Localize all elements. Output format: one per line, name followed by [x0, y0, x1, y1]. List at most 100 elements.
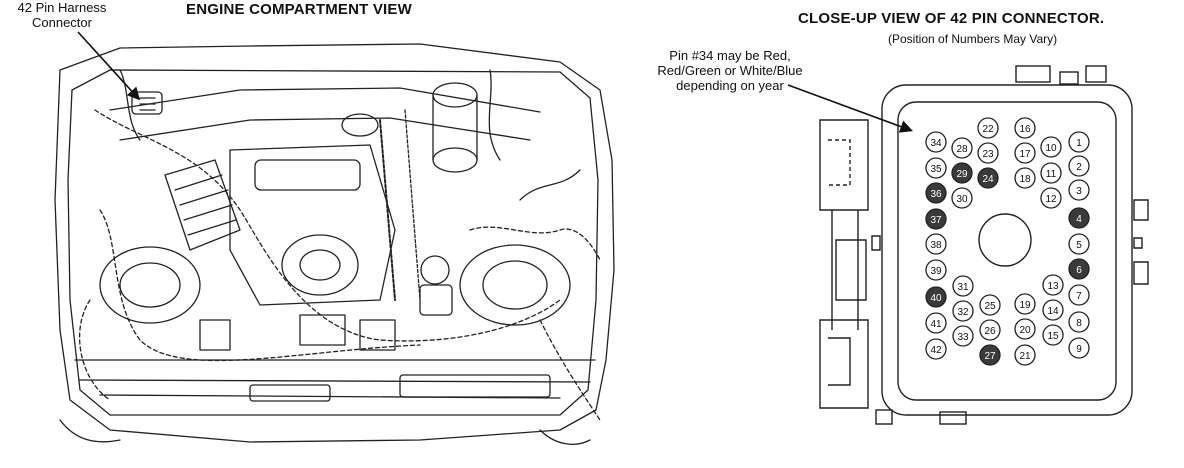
connector-pin-7: 7 — [1068, 284, 1090, 306]
pin-circle — [925, 157, 947, 179]
connector-pin-21: 21 — [1014, 344, 1036, 366]
pin-number: 9 — [1076, 344, 1082, 355]
pin-circle — [925, 259, 947, 281]
pin-circle — [1014, 293, 1036, 315]
pin-circle — [1068, 179, 1090, 201]
pin34-note-line2: Red/Green or White/Blue — [657, 63, 803, 78]
pin-circle — [951, 137, 973, 159]
connector-pin-34: 34 — [925, 131, 947, 153]
pin-circle — [1014, 142, 1036, 164]
pin-number: 14 — [1047, 306, 1059, 317]
connector-pin-38: 38 — [925, 233, 947, 255]
pin-circle — [951, 187, 973, 209]
connector-pin-5: 5 — [1068, 233, 1090, 255]
connector-pin-41: 41 — [925, 312, 947, 334]
pin-circle — [1068, 258, 1090, 280]
connector-pin-14: 14 — [1042, 299, 1064, 321]
pin-number: 21 — [1019, 351, 1031, 362]
pin-number: 15 — [1047, 331, 1059, 342]
pin-circle — [925, 131, 947, 153]
pin-number: 34 — [930, 138, 942, 149]
connector-pin-39: 39 — [925, 259, 947, 281]
connector-view-title: CLOSE-UP VIEW OF 42 PIN CONNECTOR. — [798, 10, 1105, 27]
connector-pin-19: 19 — [1014, 293, 1036, 315]
pin-circle — [925, 233, 947, 255]
pin-number: 42 — [930, 345, 942, 356]
pin-number: 27 — [984, 351, 996, 362]
pin-circle — [1042, 324, 1064, 346]
connector-pin-2: 2 — [1068, 155, 1090, 177]
pin-number: 10 — [1045, 143, 1057, 154]
engine-compartment-drawing — [54, 31, 615, 445]
pin-circle — [1042, 299, 1064, 321]
connector-pin-9: 9 — [1068, 337, 1090, 359]
connector-pin-33: 33 — [952, 325, 974, 347]
pin-circle — [1014, 344, 1036, 366]
pin-circle — [1068, 233, 1090, 255]
pin-circle — [979, 344, 1001, 366]
connector-pin-28: 28 — [951, 137, 973, 159]
pin-number: 5 — [1076, 240, 1082, 251]
pin-number: 19 — [1019, 300, 1031, 311]
pin-number: 11 — [1046, 169, 1057, 180]
pin34-note: Pin #34 may be Red, Red/Green or White/B… — [640, 48, 820, 93]
pin-circle — [1040, 136, 1062, 158]
pin-number: 7 — [1076, 291, 1082, 302]
pin-number: 8 — [1076, 318, 1082, 329]
pin-number: 31 — [957, 282, 969, 293]
pin-number: 32 — [957, 307, 969, 318]
pin-number: 2 — [1076, 162, 1082, 173]
pin-circle — [977, 117, 999, 139]
pin-number: 36 — [930, 189, 942, 200]
pin-number: 29 — [956, 169, 968, 180]
pin-number: 40 — [930, 293, 942, 304]
connector-pin-12: 12 — [1040, 187, 1062, 209]
pin-number: 24 — [982, 174, 994, 185]
connector-pin-3: 3 — [1068, 179, 1090, 201]
pin-number: 23 — [982, 149, 994, 160]
pin-circle — [1068, 337, 1090, 359]
pin-circle — [1068, 311, 1090, 333]
pin-circle — [925, 208, 947, 230]
connector-pin-4: 4 — [1068, 207, 1090, 229]
pin-circle — [1040, 187, 1062, 209]
connector-pin-36: 36 — [925, 182, 947, 204]
connector-pin-11: 11 — [1040, 162, 1062, 184]
pin-number: 38 — [930, 240, 942, 251]
engine-view-title: ENGINE COMPARTMENT VIEW — [186, 1, 412, 18]
pin-number: 6 — [1076, 265, 1082, 276]
connector-closeup-drawing: 1234567891011121314151617181920212223242… — [787, 65, 1149, 425]
pin-number: 26 — [984, 326, 996, 337]
pin-number: 28 — [956, 144, 968, 155]
connector-pin-30: 30 — [951, 187, 973, 209]
pin-circle — [952, 300, 974, 322]
connector-pin-37: 37 — [925, 208, 947, 230]
connector-pin-35: 35 — [925, 157, 947, 179]
connector-pin-24: 24 — [977, 167, 999, 189]
pin-number: 20 — [1019, 325, 1031, 336]
connector-pin-15: 15 — [1042, 324, 1064, 346]
connector-pin-20: 20 — [1014, 318, 1036, 340]
connector-pin-23: 23 — [977, 142, 999, 164]
connector-pin-17: 17 — [1014, 142, 1036, 164]
connector-pin-6: 6 — [1068, 258, 1090, 280]
pin-number: 17 — [1019, 149, 1031, 160]
pin34-note-line1: Pin #34 may be Red, — [669, 48, 791, 63]
connector-pin-13: 13 — [1042, 274, 1064, 296]
pin-circle — [977, 142, 999, 164]
connector-pin-10: 10 — [1040, 136, 1062, 158]
pin-number: 33 — [957, 332, 969, 343]
pin-circle — [1068, 131, 1090, 153]
connector-pin-32: 32 — [952, 300, 974, 322]
pin-circle — [1042, 274, 1064, 296]
pin-number: 39 — [930, 266, 942, 277]
pin-number: 35 — [930, 164, 942, 175]
pin-circle — [979, 319, 1001, 341]
connector-pin-layer: 1234567891011121314151617181920212223242… — [925, 117, 1090, 366]
pin-circle — [1068, 155, 1090, 177]
pin-circle — [952, 325, 974, 347]
pin34-note-line3: depending on year — [676, 78, 784, 93]
connector-pin-31: 31 — [952, 275, 974, 297]
pin-circle — [979, 294, 1001, 316]
connector-pin-22: 22 — [977, 117, 999, 139]
